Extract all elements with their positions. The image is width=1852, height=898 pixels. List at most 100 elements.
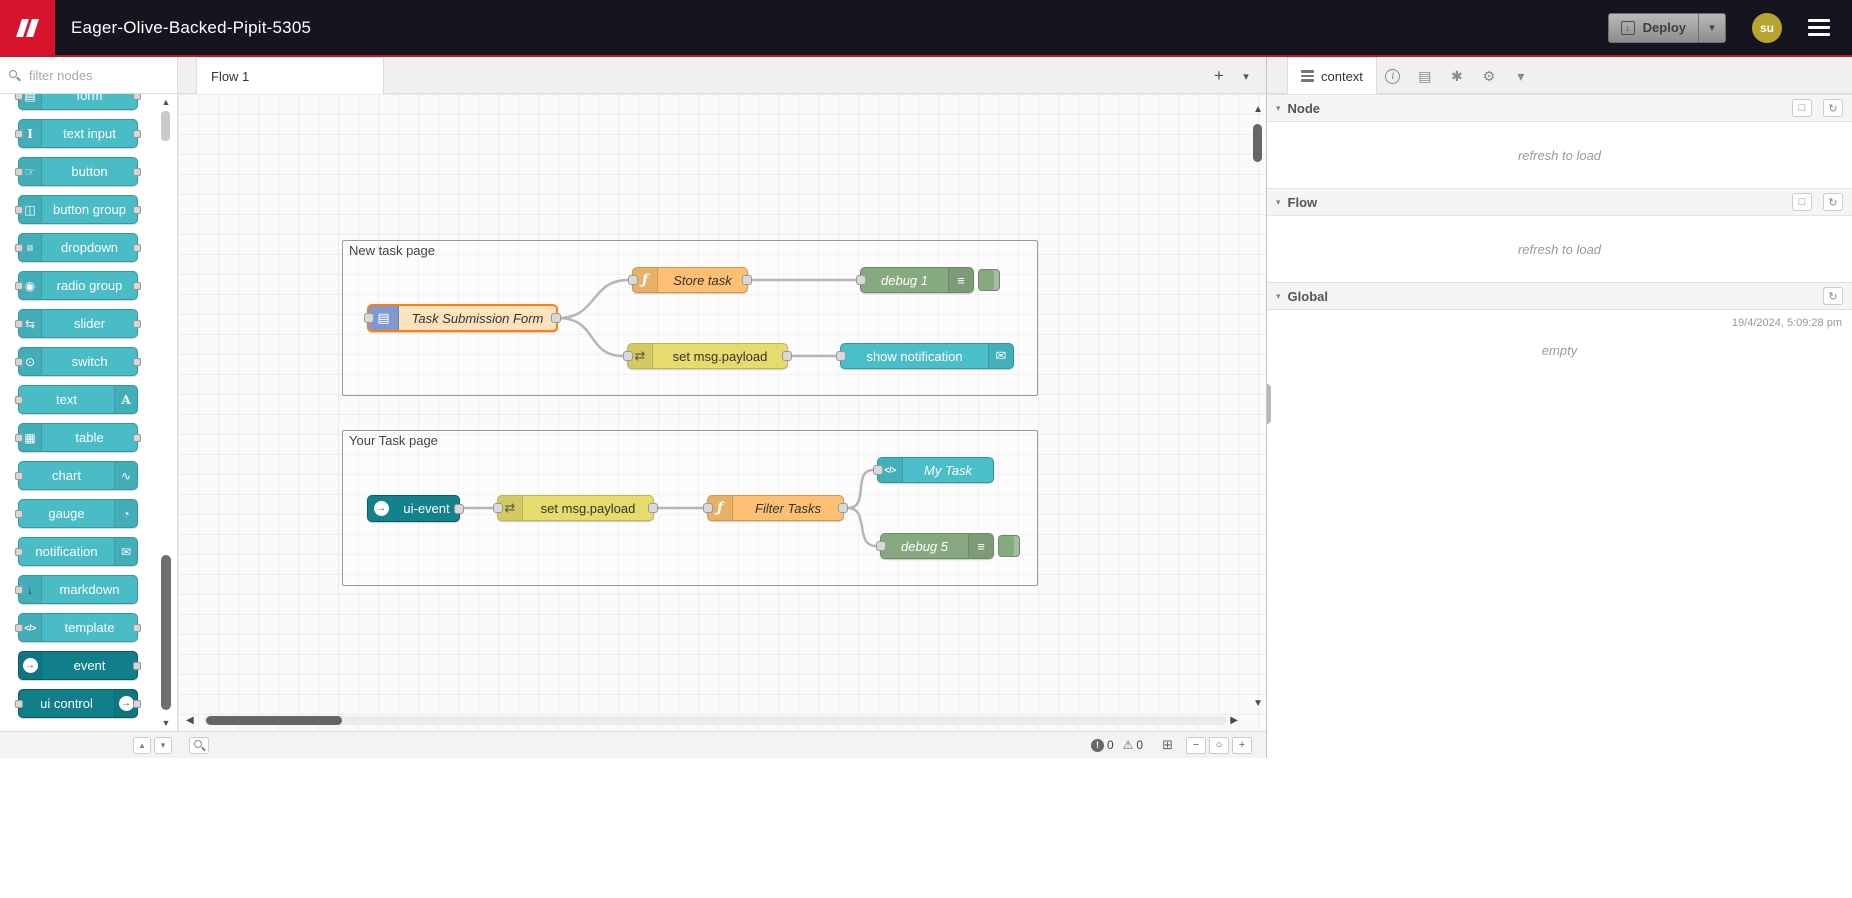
sidebar-splitter-handle[interactable] (1267, 384, 1271, 424)
palette-scrollbar-thumb[interactable] (161, 555, 171, 710)
palette-node-notification[interactable]: notification ✉ (15, 537, 138, 566)
user-avatar[interactable]: su (1752, 12, 1782, 43)
section-node-header[interactable]: ▾ Node □ ↻ (1267, 94, 1852, 122)
palette-scroll-down-button[interactable]: ▾ (154, 736, 172, 754)
tab-config[interactable]: ⚙ (1473, 59, 1505, 93)
tab-info[interactable]: i (1377, 59, 1409, 93)
palette-node-ui-control[interactable]: ui control → (15, 689, 141, 718)
refresh-flow-context-button[interactable]: ↻ (1823, 193, 1843, 211)
input-port[interactable] (876, 541, 886, 551)
input-port[interactable] (493, 503, 503, 513)
output-port[interactable] (838, 503, 848, 513)
palette-node-label: text (56, 392, 77, 407)
wire[interactable] (847, 468, 874, 510)
input-port[interactable] (703, 503, 713, 513)
event-icon: → (19, 652, 42, 679)
open-in-window-button[interactable]: □ (1792, 193, 1812, 211)
sidebar-menu-button[interactable]: ▾ (1505, 59, 1537, 93)
input-port[interactable] (856, 275, 866, 285)
global-context-placeholder: empty (1541, 343, 1578, 358)
wire[interactable] (557, 316, 624, 358)
palette-search[interactable] (0, 57, 178, 94)
output-port[interactable] (551, 313, 561, 323)
output-port[interactable] (742, 275, 752, 285)
section-title: Flow (1287, 194, 1318, 210)
palette-node-text-input[interactable]: I text input (15, 119, 141, 148)
section-flow-header[interactable]: ▾ Flow □ ↻ (1267, 188, 1852, 216)
refresh-global-context-button[interactable]: ↻ (1823, 287, 1843, 305)
canvas-v-scrollbar-thumb[interactable] (1253, 124, 1262, 162)
node-filter-tasks[interactable]: ƒ Filter Tasks (703, 495, 848, 521)
palette-node-dropdown[interactable]: ≡ dropdown (15, 233, 141, 262)
zoom-reset-button[interactable]: ○ (1209, 736, 1229, 754)
wire[interactable] (847, 506, 877, 548)
palette-node-button[interactable]: ☞ button (15, 157, 141, 186)
add-flow-button[interactable]: + (1214, 66, 1224, 85)
palette-node-event[interactable]: → event (18, 651, 141, 680)
scroll-down-icon[interactable]: ▼ (161, 718, 171, 728)
node-set-msg-payload-2[interactable]: ⇄ set msg.payload (493, 495, 658, 521)
refresh-node-context-button[interactable]: ↻ (1823, 99, 1843, 117)
palette-scrollbar-segment[interactable] (161, 111, 170, 141)
palette-node-switch[interactable]: ⊙ switch (15, 347, 141, 376)
node-show-notification[interactable]: show notification ✉ (836, 343, 1014, 369)
palette-node-table[interactable]: ▦ table (15, 423, 141, 452)
palette-node-template[interactable]: </> template (15, 613, 141, 642)
output-port[interactable] (782, 351, 792, 361)
ui-control-icon: → (114, 690, 137, 717)
section-global-header[interactable]: ▾ Global ↻ (1267, 282, 1852, 310)
palette-node-form[interactable]: ▤ form (15, 94, 141, 110)
palette-search-input[interactable] (27, 66, 157, 84)
tab-help[interactable]: ▤ (1409, 59, 1441, 93)
palette-node-slider[interactable]: ⇆ slider (15, 309, 141, 338)
deploy-button[interactable]: ↓ Deploy ▾ (1607, 12, 1726, 43)
flow-canvas[interactable]: New task page Your Task page ▤ Task Subm… (178, 94, 1266, 731)
node-ui-event[interactable]: → ui-event (367, 495, 464, 522)
canvas-h-scrollbar[interactable] (204, 716, 1226, 725)
form-icon: ▤ (19, 94, 42, 109)
palette-scrollbar[interactable]: ▲ ▼ (159, 94, 173, 731)
palette-node-button-group[interactable]: ◫ button group (15, 195, 141, 224)
context-panel: ▾ Node □ ↻ refresh to load ▾ Flow (1267, 94, 1852, 758)
palette-node-chart[interactable]: chart ∿ (15, 461, 138, 490)
node-debug-1[interactable]: debug 1 ≡ (856, 267, 974, 293)
node-store-task[interactable]: ƒ Store task (628, 267, 752, 293)
input-port[interactable] (364, 313, 374, 323)
palette-node-radio-group[interactable]: ◉ radio group (15, 271, 141, 300)
flow-list-button[interactable]: ▾ (1243, 70, 1249, 83)
palette-node-text[interactable]: text A (15, 385, 138, 414)
debug-5-toggle-button[interactable] (998, 535, 1020, 557)
tab-context[interactable]: context (1287, 57, 1377, 94)
scroll-right-icon[interactable]: ▶ (1230, 715, 1238, 726)
zoom-search-button[interactable] (189, 736, 209, 754)
wire[interactable] (557, 278, 629, 320)
scroll-down-icon[interactable]: ▼ (1253, 698, 1263, 709)
scroll-left-icon[interactable]: ◀ (186, 715, 194, 726)
input-port[interactable] (623, 351, 633, 361)
flowfuse-logo-icon[interactable] (0, 0, 55, 55)
input-port[interactable] (628, 275, 638, 285)
open-in-window-button[interactable]: □ (1792, 99, 1812, 117)
node-debug-5[interactable]: debug 5 ≡ (876, 533, 994, 559)
input-port[interactable] (836, 351, 846, 361)
deploy-options-button[interactable]: ▾ (1709, 22, 1715, 34)
node-set-msg-payload-1[interactable]: ⇄ set msg.payload (623, 343, 792, 369)
scroll-up-icon[interactable]: ▲ (1253, 104, 1263, 115)
palette-scroll-up-button[interactable]: ▴ (133, 736, 151, 754)
canvas-h-scrollbar-thumb[interactable] (206, 716, 342, 725)
output-port[interactable] (648, 503, 658, 513)
node-task-submission-form[interactable]: ▤ Task Submission Form (364, 304, 561, 332)
navigator-toggle-icon[interactable]: ⊞ (1162, 737, 1173, 752)
scroll-up-icon[interactable]: ▲ (161, 97, 171, 107)
debug-1-toggle-button[interactable] (978, 269, 1000, 291)
tab-debug[interactable]: ✱ (1441, 59, 1473, 93)
zoom-in-button[interactable]: + (1232, 736, 1252, 754)
main-menu-button[interactable] (1808, 19, 1830, 36)
palette-node-gauge[interactable]: gauge ◔ (15, 499, 138, 528)
palette-node-markdown[interactable]: ↓ markdown (15, 575, 138, 604)
zoom-out-button[interactable]: − (1186, 736, 1206, 754)
tab-flow-1[interactable]: Flow 1 (196, 57, 384, 94)
input-port[interactable] (873, 465, 883, 475)
output-port[interactable] (454, 503, 464, 514)
node-my-task[interactable]: </> My Task (873, 457, 994, 483)
